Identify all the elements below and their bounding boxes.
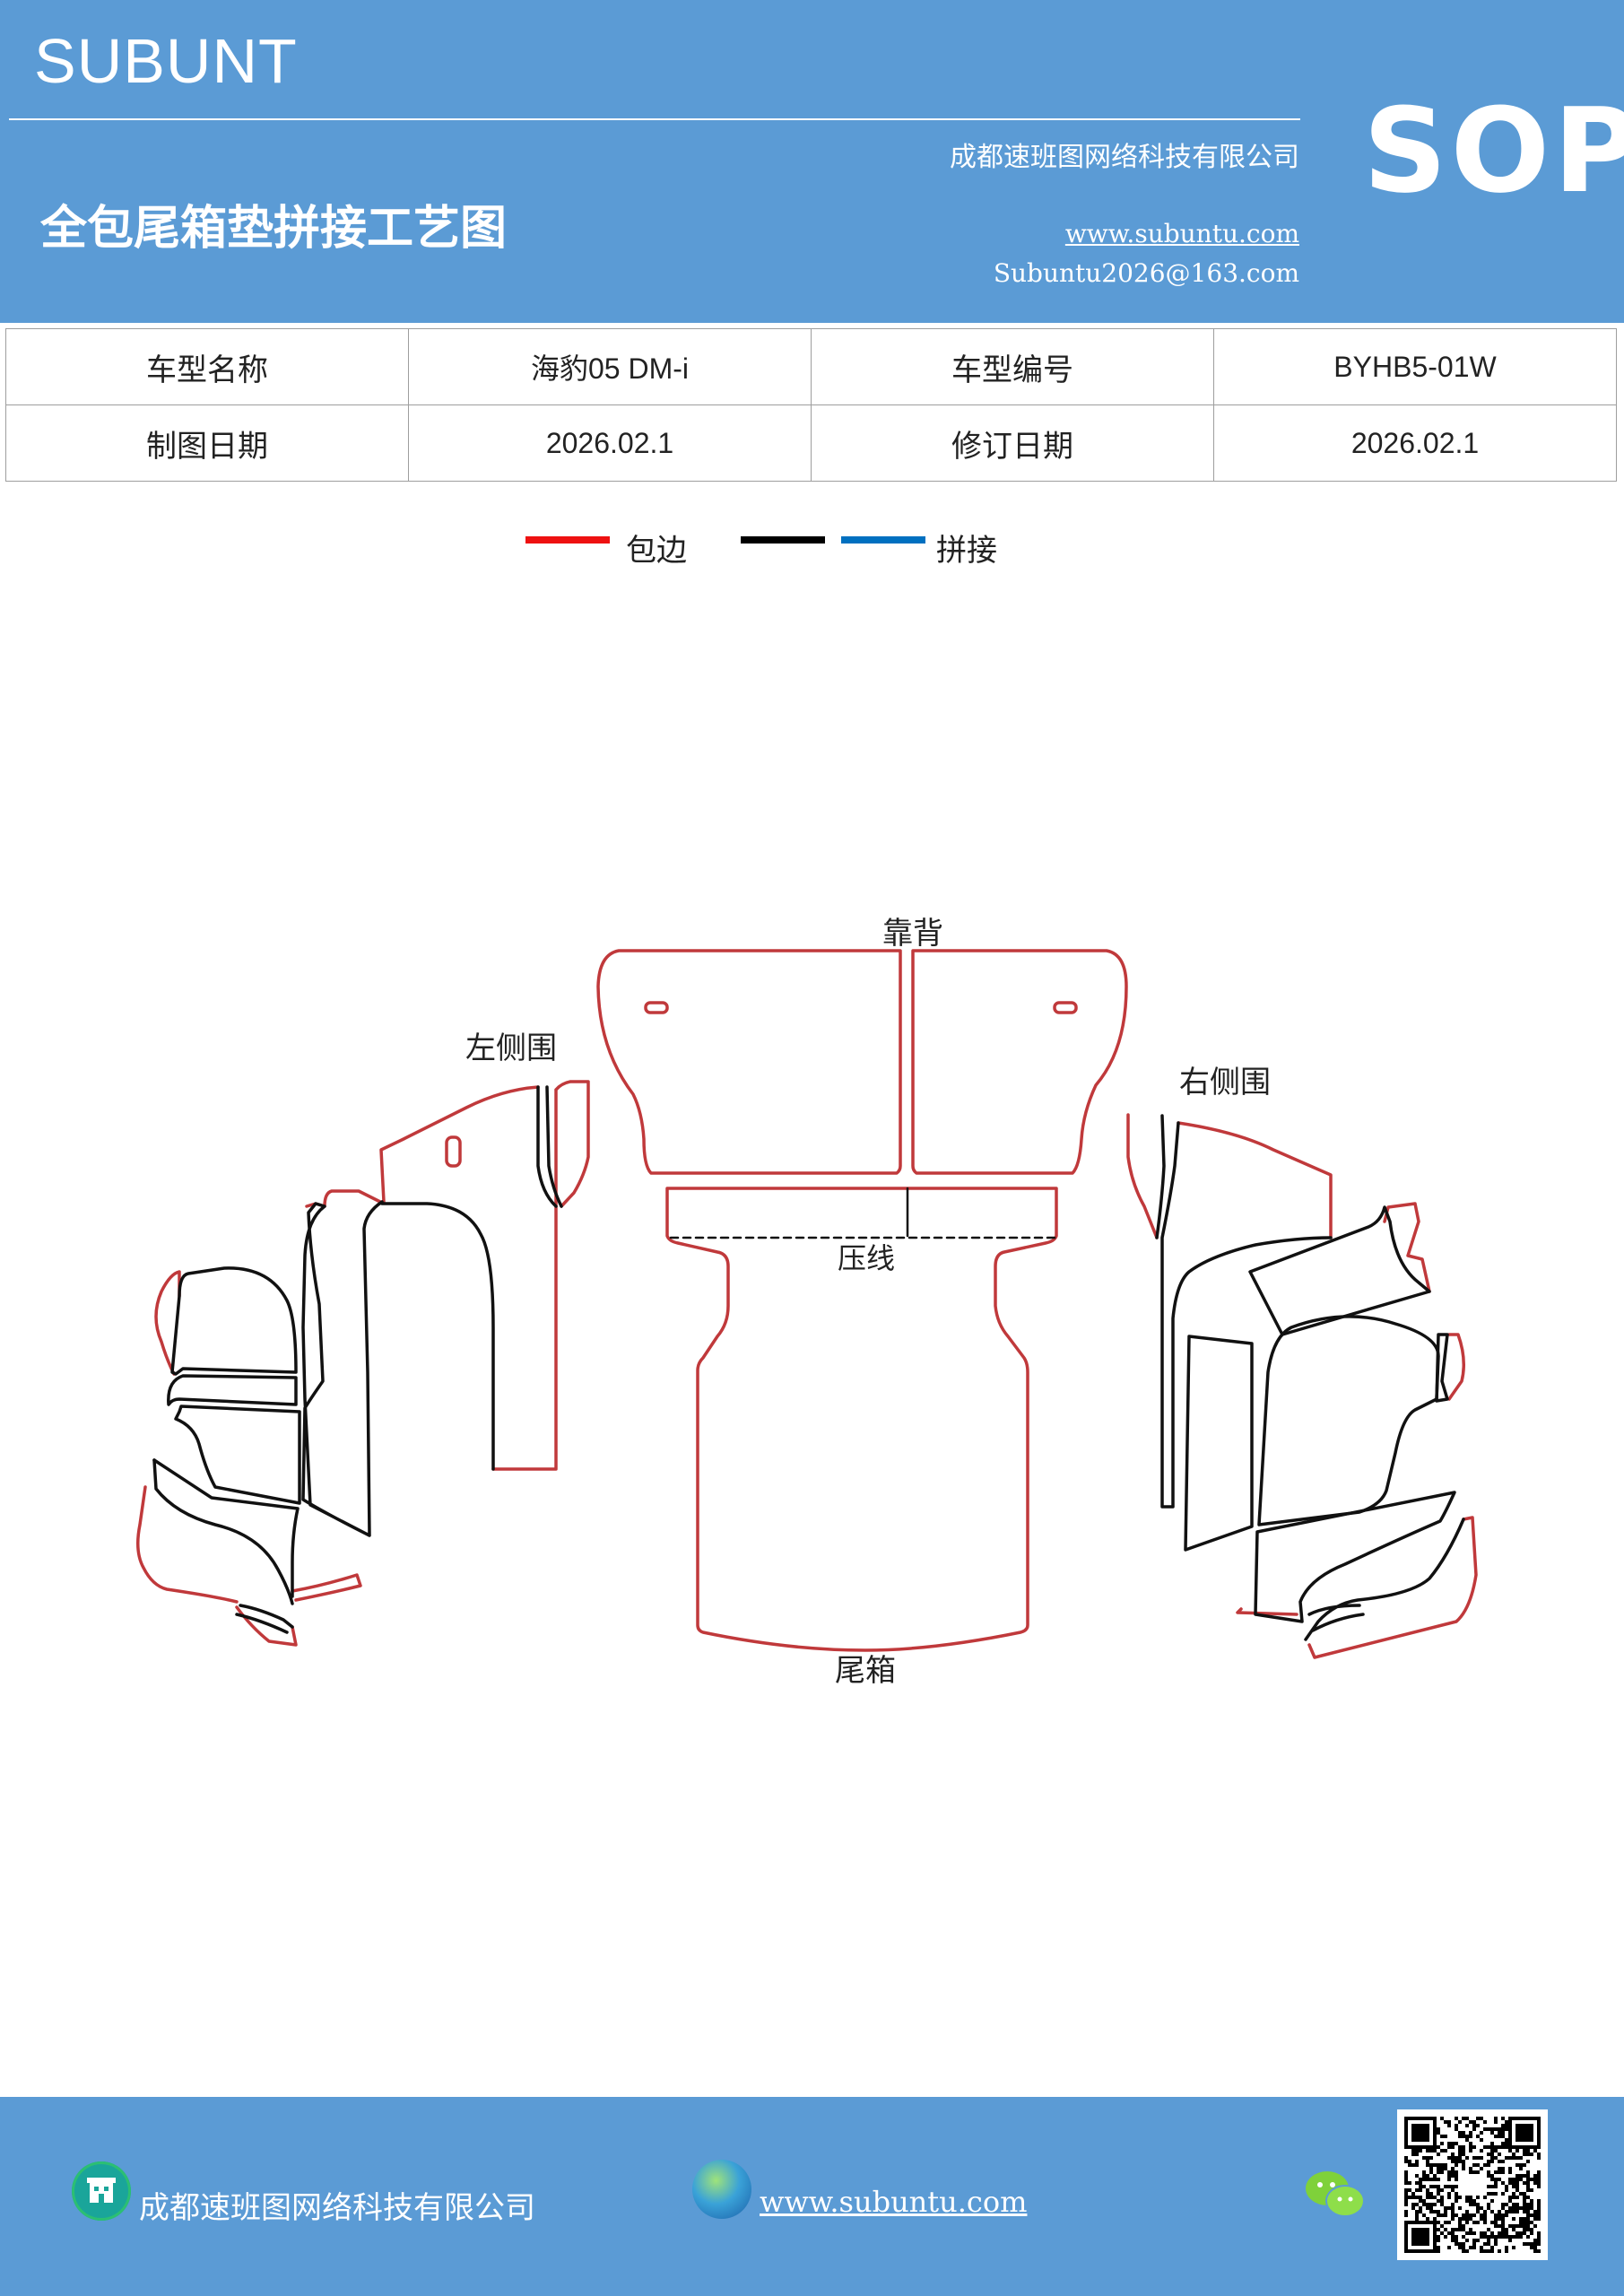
left-piece-1 xyxy=(170,1266,298,1376)
legend: 包边 拼接 xyxy=(0,527,1624,572)
table-row: 制图日期 2026.02.1 修订日期 2026.02.1 xyxy=(5,404,1617,482)
left-pieces-edge-a xyxy=(154,1270,181,1376)
left-piece-6 xyxy=(235,1604,294,1634)
legend-swatch-join xyxy=(841,536,925,544)
left-piece-5 xyxy=(152,1458,300,1598)
label-revise-date: 修订日期 xyxy=(811,404,1214,482)
label-left-side: 左侧围 xyxy=(465,1031,557,1066)
label-model-name: 车型名称 xyxy=(5,328,409,405)
globe-icon xyxy=(692,2160,751,2219)
footer-website-link[interactable]: www.subuntu.com xyxy=(760,2185,1028,2219)
backrest-left-panel xyxy=(596,949,902,1175)
backrest-slot-right xyxy=(1053,1001,1078,1014)
left-side-upper-edge xyxy=(379,1085,540,1204)
building-icon xyxy=(72,2161,131,2221)
left-pieces-edge-b xyxy=(136,1485,239,1604)
footer-banner: 成都速班图网络科技有限公司 www.subuntu.com xyxy=(0,2097,1624,2296)
right-side-seam-b xyxy=(1160,1121,1333,1509)
left-piece-2 xyxy=(167,1374,298,1406)
left-side-seam-b xyxy=(545,1085,563,1208)
value-model-code: BYHB5-01W xyxy=(1213,328,1617,405)
trunk-floor-panel xyxy=(665,1187,1058,1652)
table-row: 车型名称 海豹05 DM-i 车型编号 BYHB5-01W xyxy=(5,328,1617,405)
right-piece-1 xyxy=(1248,1205,1431,1336)
backrest-slot-left xyxy=(644,1001,669,1014)
header-website-link[interactable]: www.subuntu.com xyxy=(1064,219,1299,248)
label-model-code: 车型编号 xyxy=(811,328,1214,405)
right-piece-6 xyxy=(1304,1518,1465,1641)
legend-swatch-edge xyxy=(525,536,610,544)
value-model-name: 海豹05 DM-i xyxy=(408,328,812,405)
header-company: 成都速班图网络科技有限公司 xyxy=(950,142,1299,173)
left-piece-4 xyxy=(152,1458,294,1605)
wechat-icon xyxy=(1306,2171,1365,2217)
label-right-side: 右侧围 xyxy=(1179,1065,1271,1100)
legend-label-edge: 包边 xyxy=(626,533,687,569)
brand-name: SUBUNT xyxy=(34,26,298,96)
backrest-right-panel xyxy=(911,949,1128,1175)
sop-badge: SOP xyxy=(1363,83,1624,219)
right-pieces-edge-a xyxy=(1447,1333,1465,1401)
qr-code-icon xyxy=(1397,2109,1548,2260)
label-draw-date: 制图日期 xyxy=(5,404,409,482)
left-side-outer-edge xyxy=(491,1080,590,1471)
right-piece-4 xyxy=(1435,1333,1449,1403)
value-draw-date: 2026.02.1 xyxy=(408,404,812,482)
legend-swatch-seam xyxy=(741,536,825,544)
header-divider xyxy=(9,118,1300,120)
label-trunk: 尾箱 xyxy=(835,1653,896,1689)
header-email[interactable]: Subuntu2026@163.com xyxy=(993,258,1299,288)
left-side-slot xyxy=(445,1135,462,1168)
document-title: 全包尾箱垫拼接工艺图 xyxy=(40,202,508,256)
left-side-middle-panel xyxy=(380,1202,495,1471)
right-pieces-edge-b xyxy=(1307,1516,1478,1659)
value-revise-date: 2026.02.1 xyxy=(1213,404,1617,482)
left-piece-3 xyxy=(174,1405,301,1505)
left-pieces-edge-c xyxy=(235,1605,298,1647)
right-side-notch xyxy=(1383,1202,1431,1293)
right-piece-3 xyxy=(1257,1315,1440,1526)
right-pieces-edge-c xyxy=(1236,1607,1298,1616)
left-side-inner-panel xyxy=(301,1200,384,1537)
right-piece-2 xyxy=(1184,1335,1254,1552)
left-side-seam-a xyxy=(536,1085,558,1208)
footer-company: 成都速班图网络科技有限公司 xyxy=(139,2190,535,2226)
right-side-outer-edge xyxy=(1126,1113,1333,1239)
right-side-seam-a xyxy=(1155,1114,1166,1239)
right-piece-5 xyxy=(1254,1491,1456,1623)
left-pieces-edge-d xyxy=(291,1573,362,1602)
legend-label-join: 拼接 xyxy=(936,533,997,569)
label-backrest: 靠背 xyxy=(882,916,943,952)
header-banner: SUBUNT 成都速班图网络科技有限公司 全包尾箱垫拼接工艺图 www.subu… xyxy=(0,0,1624,323)
vehicle-info-table: 车型名称 海豹05 DM-i 车型编号 BYHB5-01W 制图日期 2026.… xyxy=(5,328,1617,482)
label-crease: 压线 xyxy=(838,1241,895,1275)
